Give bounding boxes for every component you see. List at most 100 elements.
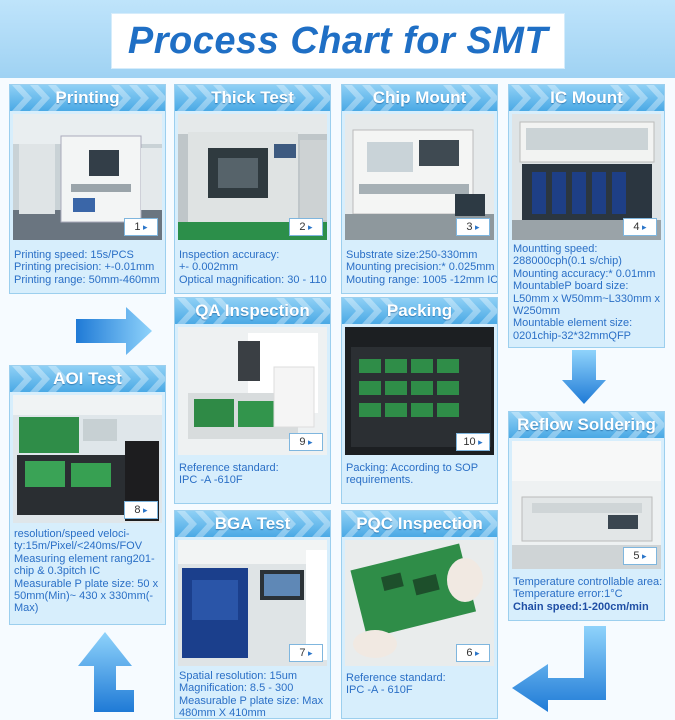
step-header: Reflow Soldering <box>509 412 664 438</box>
reflow-oven-photo: 5 <box>512 441 661 569</box>
desc-line: Reference standard: <box>346 672 446 684</box>
desc-line: Optical magnification: 30 - 110 <box>179 273 327 286</box>
step-header: AOI Test <box>10 366 165 392</box>
desc-line: 0201chip-32*32mmQFP <box>513 329 632 342</box>
desc-line-bold: Chain speed:1-200cm/min <box>513 600 649 613</box>
desc-line: Printing range: 50mm-460mm <box>14 273 160 286</box>
step-description: Temperature controllable area: Temperatu… <box>513 576 663 613</box>
desc-line: Printing precision: +-0.01mm <box>14 261 155 274</box>
desc-line: IPC -A -610F <box>179 474 243 487</box>
desc-line: 50mm(Min)~ 430 x 330mm(- <box>14 590 154 603</box>
chip-mount-machine-photo: 3 <box>345 114 494 240</box>
step-title: Packing <box>386 301 453 320</box>
title-box: Process Chart for SMT <box>112 14 564 68</box>
arrow-right-icon <box>76 307 152 355</box>
step-description: Reference standard: IPC -A -610F <box>179 462 327 487</box>
step-header: BGA Test <box>175 511 330 537</box>
bga-test-photo: 7 <box>178 540 327 666</box>
desc-line: Measurable P plate size: Max <box>179 694 324 707</box>
step-number: 6 <box>456 644 490 662</box>
step-description: Packing: According to SOP requirements. <box>346 462 494 487</box>
desc-line: resolution/speed veloci- <box>14 528 130 540</box>
step-number: 10 <box>456 433 490 451</box>
arrow-left-icon <box>512 626 606 712</box>
desc-line: ty:15m/Pixel/<240ms/FOV <box>14 540 143 553</box>
desc-line: requirements. <box>346 474 414 487</box>
desc-line: 480mm X 410mm <box>179 707 266 719</box>
desc-line: Substrate size:250-330mm <box>346 249 478 261</box>
pqc-inspection-photo: 6 <box>345 540 494 666</box>
step-title: Chip Mount <box>372 88 467 107</box>
step-card-packing: Packing 10 Packing: According to SOP req… <box>341 297 498 504</box>
step-card-pqc-inspection: PQC Inspection 6 Reference standard: IPC… <box>341 510 498 719</box>
step-description: resolution/speed veloci- ty:15m/Pixel/<2… <box>14 528 162 615</box>
desc-line: chip & 0.3pitch IC <box>14 565 101 578</box>
desc-line: Magnification: 8.5 - 300 <box>179 682 294 695</box>
packing-tray-photo: 10 <box>345 327 494 455</box>
arrow-down-icon <box>562 350 606 404</box>
desc-line: Temperature controllable area: <box>513 576 663 588</box>
desc-line: Mouting range: 1005 -12mm IC <box>346 273 498 286</box>
step-title: Thick Test <box>211 88 294 107</box>
step-card-qa-inspection: QA Inspection 9 Reference standard: IPC … <box>174 297 331 504</box>
step-number: 8 <box>124 501 158 519</box>
desc-line: Mountting speed: <box>513 243 598 255</box>
step-number: 2 <box>289 218 323 236</box>
step-number: 7 <box>289 644 323 662</box>
step-description: Printing speed: 15s/PCS Printing precisi… <box>14 249 162 286</box>
step-header: Thick Test <box>175 85 330 111</box>
step-card-thick-test: Thick Test 2 Inspection accuracy: +- 0.0… <box>174 84 331 294</box>
page-title: Process Chart for SMT <box>127 20 549 62</box>
title-banner: Process Chart for SMT <box>0 0 675 78</box>
desc-line: +- 0.002mm <box>179 261 238 274</box>
qa-inspection-photo: 9 <box>178 327 327 455</box>
ic-mount-machine-photo: 4 <box>512 114 661 240</box>
desc-line: Measurable P plate size: 50 x <box>14 577 159 590</box>
desc-line: IPC -A - 610F <box>346 684 413 697</box>
desc-line: Spatial resolution: 15um <box>179 670 298 682</box>
step-description: Inspection accuracy: +- 0.002mm Optical … <box>179 249 327 286</box>
step-title: AOI Test <box>53 369 122 388</box>
desc-line: Inspection accuracy: <box>179 249 280 261</box>
step-number: 3 <box>456 218 490 236</box>
step-header: Packing <box>342 298 497 324</box>
step-title: BGA Test <box>214 514 291 533</box>
step-number: 5 <box>623 547 657 565</box>
step-number: 1 <box>124 218 158 236</box>
desc-line: 288000cph(0.1 s/chip) <box>513 255 622 268</box>
step-number: 4 <box>623 218 657 236</box>
aoi-test-photo: 8 <box>13 395 162 523</box>
desc-line: W250mm <box>513 305 561 318</box>
step-header: Printing <box>10 85 165 111</box>
desc-line: Mounting precision:* 0.025mm <box>346 261 495 274</box>
desc-line: Packing: According to SOP <box>346 462 479 474</box>
desc-line: Max) <box>14 602 39 615</box>
step-title: QA Inspection <box>195 301 310 320</box>
step-card-bga-test: BGA Test 7 Spatial resolution: 15um Magn… <box>174 510 331 719</box>
step-header: QA Inspection <box>175 298 330 324</box>
desc-line: Reference standard: <box>179 462 279 474</box>
thick-test-machine-photo: 2 <box>178 114 327 240</box>
desc-line: Mountable element size: <box>513 317 633 330</box>
step-title: Reflow Soldering <box>517 415 656 434</box>
step-card-chip-mount: Chip Mount 3 Substrate size:250-330mm Mo… <box>341 84 498 294</box>
step-card-reflow-soldering: Reflow Soldering 5 Temperature controlla… <box>508 411 665 621</box>
step-title: PQC Inspection <box>356 514 483 533</box>
step-header: IC Mount <box>509 85 664 111</box>
step-description: Reference standard: IPC -A - 610F <box>346 672 494 697</box>
arrow-up-icon <box>78 632 134 712</box>
desc-line: Measuring element rang201- <box>14 552 155 565</box>
step-title: IC Mount <box>550 88 623 107</box>
step-description: Substrate size:250-330mm Mounting precis… <box>346 249 498 286</box>
step-number: 9 <box>289 433 323 451</box>
step-title: Printing <box>55 88 120 107</box>
step-card-printing: Printing 1 Printing speed: 15s/PCS Print… <box>9 84 166 294</box>
desc-line: Printing speed: 15s/PCS <box>14 249 134 261</box>
desc-line: MountableP board size: <box>513 280 629 293</box>
step-description: Mountting speed: 288000cph(0.1 s/chip) M… <box>513 243 661 342</box>
desc-line: L50mm x W50mm~L330mm x <box>513 292 661 305</box>
desc-line: Temperature error:1°C <box>513 588 623 601</box>
step-card-ic-mount: IC Mount 4 Mountting speed: 288000cph(0.… <box>508 84 665 348</box>
step-header: Chip Mount <box>342 85 497 111</box>
printing-machine-photo: 1 <box>13 114 162 240</box>
